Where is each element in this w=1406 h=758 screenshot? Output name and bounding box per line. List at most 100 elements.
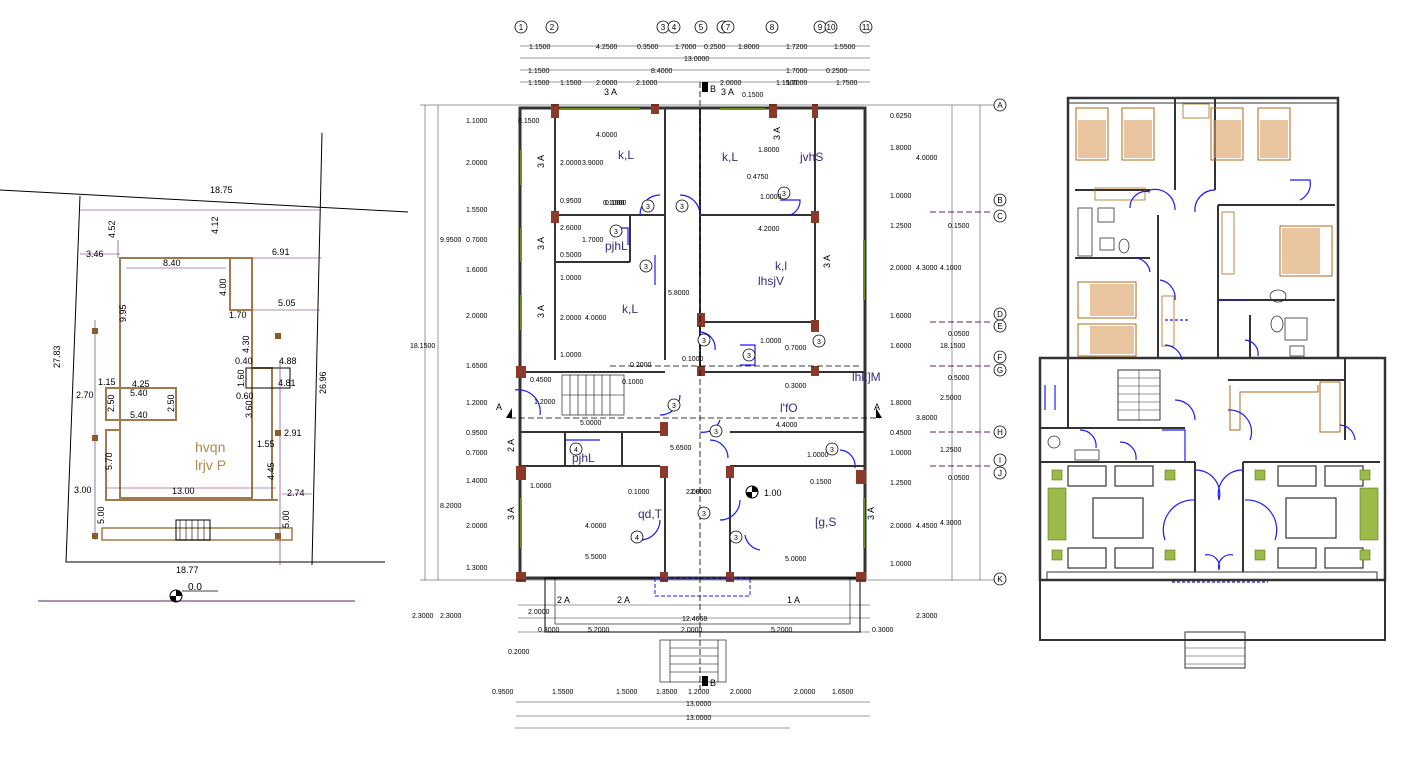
dimension-label-left: 8.2000 bbox=[440, 503, 462, 510]
door-tag: 3 bbox=[614, 229, 618, 236]
door-tag-bubble bbox=[630, 530, 644, 544]
dimension-label-bottom: 1.5500 bbox=[552, 689, 574, 696]
grid-label-top: 9 bbox=[818, 23, 823, 32]
site-dim-label: 13.00 bbox=[172, 486, 195, 496]
site-dim-label: 5.40 bbox=[130, 388, 148, 398]
site-dim-label: 4.45 bbox=[266, 462, 276, 480]
site-dim-label: 5.70 bbox=[104, 452, 114, 470]
dimension-label-inner: 0.1000 bbox=[682, 356, 704, 363]
door-tag-bubble bbox=[777, 186, 791, 200]
door-tag-bubble bbox=[709, 424, 723, 438]
site-dim-label: 2.91 bbox=[284, 428, 302, 438]
dimension-label-left: 1.6000 bbox=[466, 267, 488, 274]
door-tag-bubble bbox=[675, 199, 689, 213]
door-tag: 4 bbox=[635, 535, 639, 542]
dimension-label-right: 1.0000 bbox=[890, 450, 912, 457]
dimension-label-right: 0.5000 bbox=[948, 375, 970, 382]
site-dim-label: 18.77 bbox=[176, 565, 199, 575]
dimension-label-top: 1.1500 bbox=[529, 44, 551, 51]
dimension-label-inner: 3.9000 bbox=[582, 160, 604, 167]
dimension-label-bottom: 1.2000 bbox=[688, 689, 710, 696]
dimension-label-left: 2.3000 bbox=[412, 613, 434, 620]
door-tag: 3 bbox=[672, 403, 676, 410]
room-tag: 3 A bbox=[866, 507, 876, 520]
site-dim-label: 18.75 bbox=[210, 185, 233, 195]
grid-label-top: 8 bbox=[770, 23, 775, 32]
dimension-label-inner: 0.5000 bbox=[560, 252, 582, 259]
door-tag-bubble bbox=[609, 224, 623, 238]
dimension-label-top: 8.4000 bbox=[651, 68, 673, 75]
site-dim-label: 4.30 bbox=[241, 335, 251, 353]
room-tag: 2 A bbox=[617, 595, 630, 605]
room-tag: 3 A bbox=[536, 155, 546, 168]
site-dim-label: 4.81 bbox=[278, 378, 296, 388]
dimension-label-right: 2.0000 bbox=[890, 523, 912, 530]
dimension-label-top: 0.2500 bbox=[704, 44, 726, 51]
door-tag: 3 bbox=[680, 204, 684, 211]
room-label: k,l bbox=[775, 259, 787, 273]
site-dim-label: 3.60 bbox=[244, 400, 254, 418]
dimension-label-left: 2.0000 bbox=[466, 523, 488, 530]
site-dim-label: 26.96 bbox=[318, 371, 328, 394]
door-tag: 4 bbox=[574, 447, 578, 454]
site-dim-label: 5.00 bbox=[281, 510, 291, 528]
grid-bubble-top bbox=[545, 20, 559, 34]
dimension-label-right: 0.4500 bbox=[890, 430, 912, 437]
dimension-label-inner: 0.3000 bbox=[785, 383, 807, 390]
dimension-label-inner: 0.1500 bbox=[810, 479, 832, 486]
grid-bubble-right bbox=[993, 363, 1007, 377]
door-tag: 3 bbox=[830, 447, 834, 454]
room-tag: 3 A bbox=[536, 305, 546, 318]
dimension-label-inner: 5.5000 bbox=[585, 554, 607, 561]
room-tag: 3 A bbox=[822, 255, 832, 268]
site-dim-label: 4.88 bbox=[279, 356, 297, 366]
dimension-label-inner: 1.7000 bbox=[582, 237, 604, 244]
dimension-label-right: 3.8000 bbox=[916, 415, 938, 422]
dimension-label-top: 1.5500 bbox=[834, 44, 856, 51]
site-dim-label: 2.74 bbox=[287, 488, 305, 498]
door-tag-bubble bbox=[697, 506, 711, 520]
door-tag: 3 bbox=[817, 339, 821, 346]
grid-label-right: C bbox=[997, 212, 1003, 221]
dimension-label-top: 0.3500 bbox=[637, 44, 659, 51]
site-dim-label: 0.40 bbox=[235, 356, 253, 366]
dimension-label-top: 1.7000 bbox=[675, 44, 697, 51]
dimension-label-right: 0.6250 bbox=[890, 113, 912, 120]
room-tag: 1 A bbox=[787, 595, 800, 605]
dimension-label-inner: 5.0000 bbox=[580, 420, 602, 427]
room-label: lhk]M bbox=[852, 370, 881, 384]
grid-bubble-right bbox=[993, 98, 1007, 112]
dimension-label-inner: 1.2000 bbox=[534, 399, 556, 406]
dimension-label-top: 0.1500 bbox=[742, 92, 764, 99]
dimension-label-inner: 4.0000 bbox=[596, 132, 618, 139]
grid-label-top: 11 bbox=[862, 23, 871, 32]
dimension-label-bottom: 0.3000 bbox=[538, 627, 560, 634]
dimension-label-inner: 2.0000 bbox=[686, 489, 708, 496]
dimension-label-right: 1.6000 bbox=[890, 313, 912, 320]
section-mark-label: B bbox=[710, 678, 716, 688]
dimension-label-inner: 1.0000 bbox=[807, 452, 829, 459]
site-level-marker: 0.0 bbox=[38, 582, 355, 603]
grid-label-right: D bbox=[997, 310, 1003, 319]
grid-label-right: E bbox=[997, 322, 1002, 331]
grid-bubble-top bbox=[824, 20, 838, 34]
dimension-label-bottom: 2.0000 bbox=[681, 627, 703, 634]
door-tag: 3 bbox=[734, 535, 738, 542]
door-tag-bubble bbox=[667, 398, 681, 412]
dimension-label-right: 4.3000 bbox=[916, 265, 938, 272]
room-tag: 3 A bbox=[772, 127, 782, 140]
dimension-label-right: 1.2500 bbox=[890, 223, 912, 230]
dimension-label-inner: 0.7000 bbox=[785, 345, 807, 352]
room-tag: 3 A bbox=[604, 87, 617, 97]
dimension-label-inner: 5.8000 bbox=[668, 290, 690, 297]
dimension-label-inner: 0.1000 bbox=[603, 200, 625, 207]
dimension-label-inner: 0.4750 bbox=[747, 174, 769, 181]
dimension-label-top: 1.1500 bbox=[776, 80, 798, 87]
door-tag-bubble bbox=[742, 348, 756, 362]
door-tag: 3 bbox=[714, 429, 718, 436]
grid-bubble-top bbox=[721, 20, 735, 34]
floor-level-label: 1.00 bbox=[764, 488, 782, 498]
grid-bubble-right bbox=[993, 425, 1007, 439]
dimension-label-right: 4.0000 bbox=[916, 155, 938, 162]
